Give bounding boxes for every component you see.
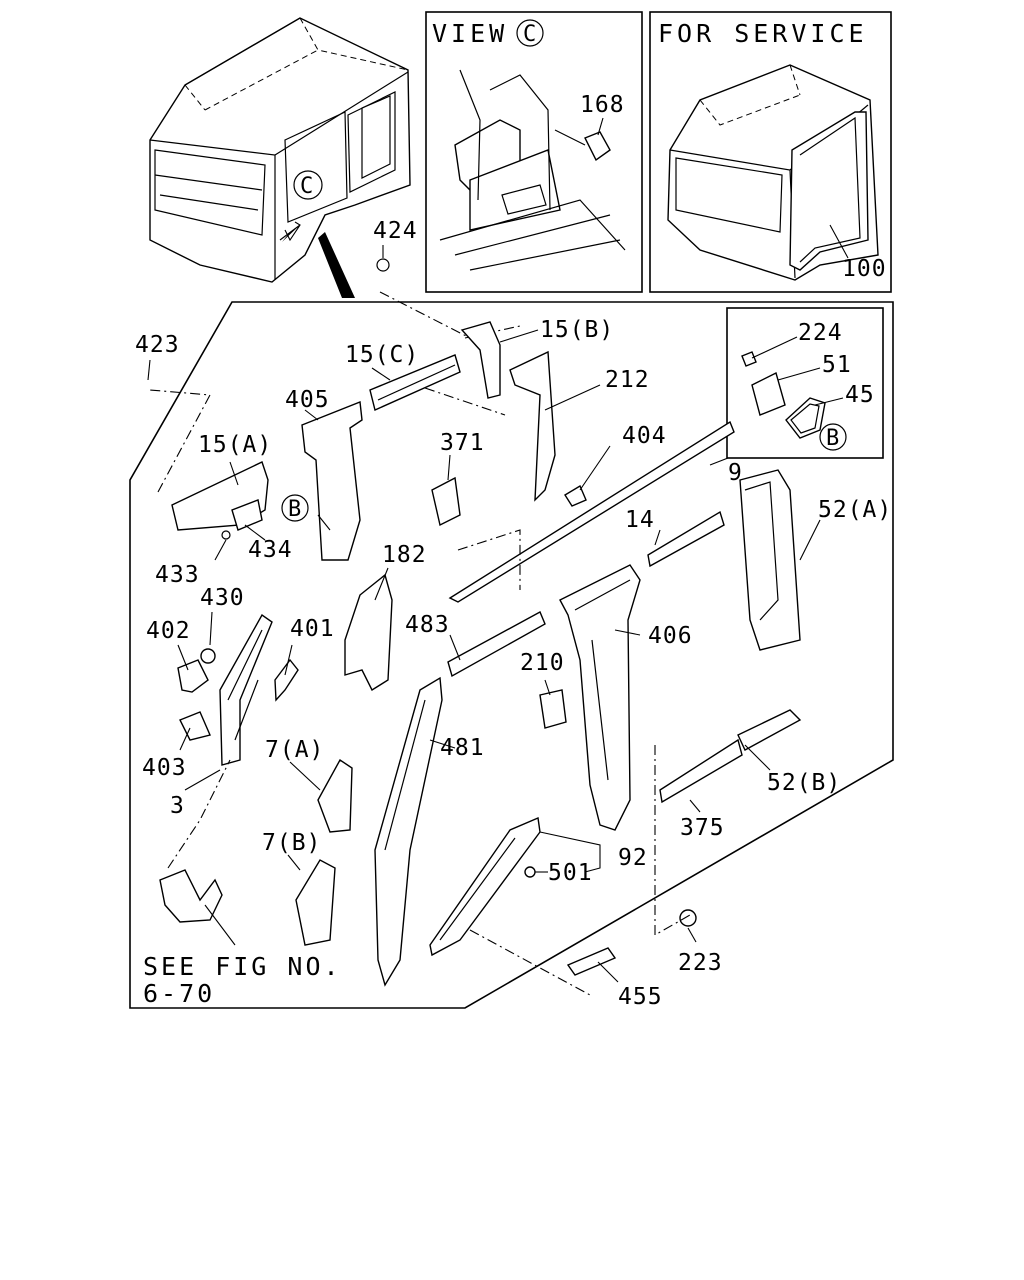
callout-210: 210 [520, 650, 565, 676]
callout-434: 434 [248, 537, 293, 563]
callout-3: 3 [170, 793, 185, 819]
callout-405: 405 [285, 387, 330, 413]
callout-402: 402 [146, 618, 191, 644]
callout-15c: 15(C) [345, 342, 419, 368]
callout-15b: 15(B) [540, 317, 614, 343]
callout-423: 423 [135, 332, 180, 358]
callout-15a: 15(A) [198, 432, 272, 458]
callout-406: 406 [648, 623, 693, 649]
callout-223: 223 [678, 950, 723, 976]
view-c-bolt-label: 168 [580, 92, 625, 118]
callout-9: 9 [728, 460, 743, 486]
callout-433: 433 [155, 562, 200, 588]
callout-375: 375 [680, 815, 725, 841]
for-service-inset: FOR SERVICE 100 [649, 11, 892, 293]
detail-b-inset: 224 51 45 B [726, 307, 884, 459]
detail-b-label-45: 45 [845, 382, 875, 408]
callout-424: 424 [373, 218, 418, 244]
leader-lines [147, 245, 821, 983]
callout-212: 212 [605, 367, 650, 393]
callout-7b: 7(B) [262, 830, 321, 856]
view-c-marker: C [523, 22, 536, 47]
detail-b-label-51: 51 [822, 352, 852, 378]
callout-430: 430 [200, 585, 245, 611]
cab-overview: C [149, 17, 411, 298]
callout-7a: 7(A) [265, 737, 324, 763]
main-frame [129, 301, 894, 1009]
overview-marker-c: C [300, 174, 313, 199]
parts [149, 258, 802, 996]
callout-371: 371 [440, 430, 485, 456]
callout-92: 92 [618, 845, 648, 871]
callout-501: 501 [548, 860, 593, 886]
callout-481: 481 [440, 735, 485, 761]
callout-455: 455 [618, 984, 663, 1010]
for-service-title: FOR SERVICE [658, 19, 868, 48]
marker-b-pillar: B [288, 497, 301, 522]
view-c-title: VIEW [432, 19, 508, 48]
callout-labels: 424 423 15(B) 15(C) 212 405 15(A) 371 40… [135, 218, 892, 1010]
callout-14: 14 [625, 507, 655, 533]
detail-b-label-224: 224 [798, 320, 843, 346]
callout-182: 182 [382, 542, 427, 568]
callout-403: 403 [142, 755, 187, 781]
detail-b-marker: B [826, 426, 839, 451]
reference-line-2: 6-70 [143, 979, 215, 1008]
callout-483: 483 [405, 612, 450, 638]
reference-line-1: SEE FIG NO. [143, 952, 342, 981]
callout-52a: 52(A) [818, 497, 892, 523]
callout-401: 401 [290, 616, 335, 642]
callout-52b: 52(B) [767, 770, 841, 796]
for-service-part-label: 100 [842, 256, 887, 282]
view-c-inset: VIEW C 168 [425, 11, 643, 293]
callout-404: 404 [622, 423, 667, 449]
